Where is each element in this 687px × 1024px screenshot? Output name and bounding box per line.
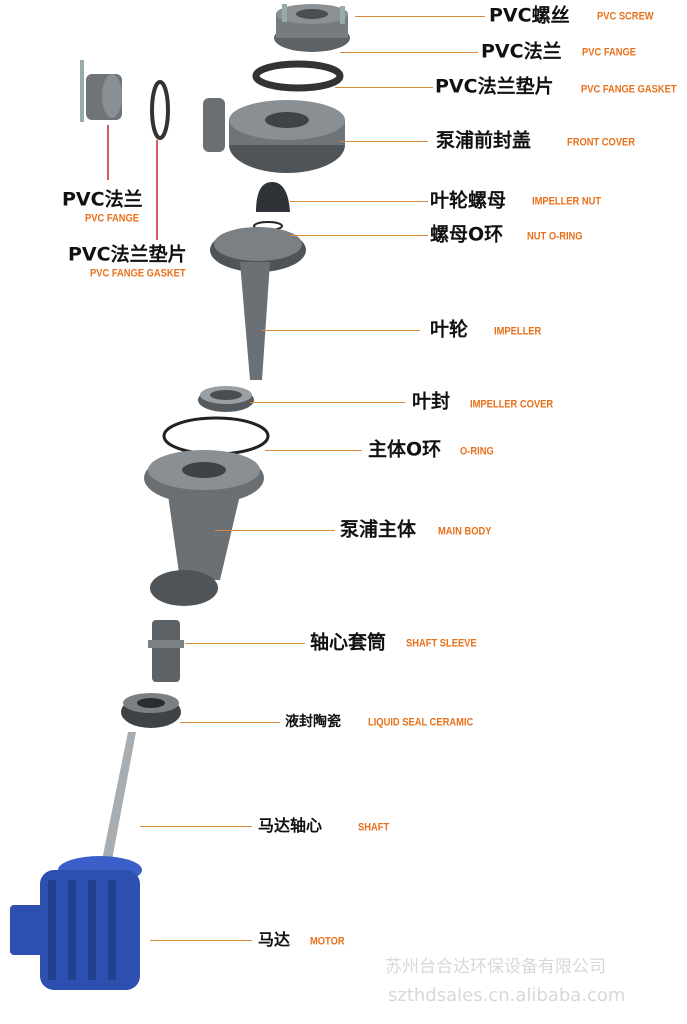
left-pvc-flange-gasket-part (150, 80, 170, 140)
label-cn: 叶封 (412, 390, 451, 413)
label-en: IMPELLER COVER (470, 398, 554, 411)
label-en: O-RING (460, 445, 494, 458)
label-en: PVC FANGE (582, 46, 637, 59)
label-en: FRONT COVER (567, 136, 636, 149)
label-cn: 马达 (258, 930, 291, 949)
label-en: MOTOR (310, 935, 345, 948)
pvc-flange-gasket-part (252, 60, 344, 92)
motor-part (10, 856, 142, 990)
label-cn: PVC法兰 (62, 188, 143, 211)
label-cn: PVC螺丝 (489, 4, 570, 27)
label-en: PVC FANGE GASKET (90, 267, 186, 280)
main-body-part (144, 450, 264, 606)
label-cn: 叶轮螺母 (430, 189, 507, 212)
label-en: PVC SCREW (597, 10, 654, 23)
pvc-flange-part (274, 4, 350, 52)
label-en: PVC FANGE GASKET (581, 83, 677, 96)
watermark-company: 苏州台合达环保设备有限公司 (385, 957, 606, 977)
impeller-part (210, 227, 306, 380)
label-cn: PVC法兰垫片 (68, 243, 187, 266)
label-cn: 液封陶瓷 (285, 714, 341, 730)
label-en: PVC FANGE (85, 212, 140, 225)
label-en: MAIN BODY (438, 525, 492, 538)
impeller-nut-part (256, 182, 290, 212)
label-en: LIQUID SEAL CERAMIC (368, 716, 474, 729)
impeller-cover-part (198, 386, 254, 412)
watermark-site: szthdsales.cn.alibaba.com (388, 985, 626, 1006)
label-cn: 主体O环 (368, 438, 442, 461)
label-cn: PVC法兰垫片 (435, 75, 554, 98)
label-cn: 泵浦主体 (340, 518, 417, 541)
label-en: SHAFT SLEEVE (406, 637, 477, 650)
left-pvc-flange-part (80, 60, 122, 122)
front-cover-part (203, 98, 345, 173)
liquid-seal-ceramic-part (121, 693, 181, 728)
label-en: SHAFT (358, 821, 390, 834)
label-en: NUT O-RING (527, 230, 583, 243)
label-cn: 马达轴心 (258, 816, 323, 835)
shaft-part (102, 732, 136, 860)
label-cn: 螺母O环 (430, 223, 504, 246)
main-body-o-ring-part (162, 416, 270, 456)
shaft-sleeve-part (148, 620, 184, 682)
label-en: IMPELLER (494, 325, 542, 338)
label-en: IMPELLER NUT (532, 195, 602, 208)
label-cn: 叶轮 (430, 318, 469, 341)
label-cn: PVC法兰 (481, 40, 562, 63)
label-cn: 轴心套筒 (310, 631, 387, 654)
label-cn: 泵浦前封盖 (436, 129, 532, 152)
